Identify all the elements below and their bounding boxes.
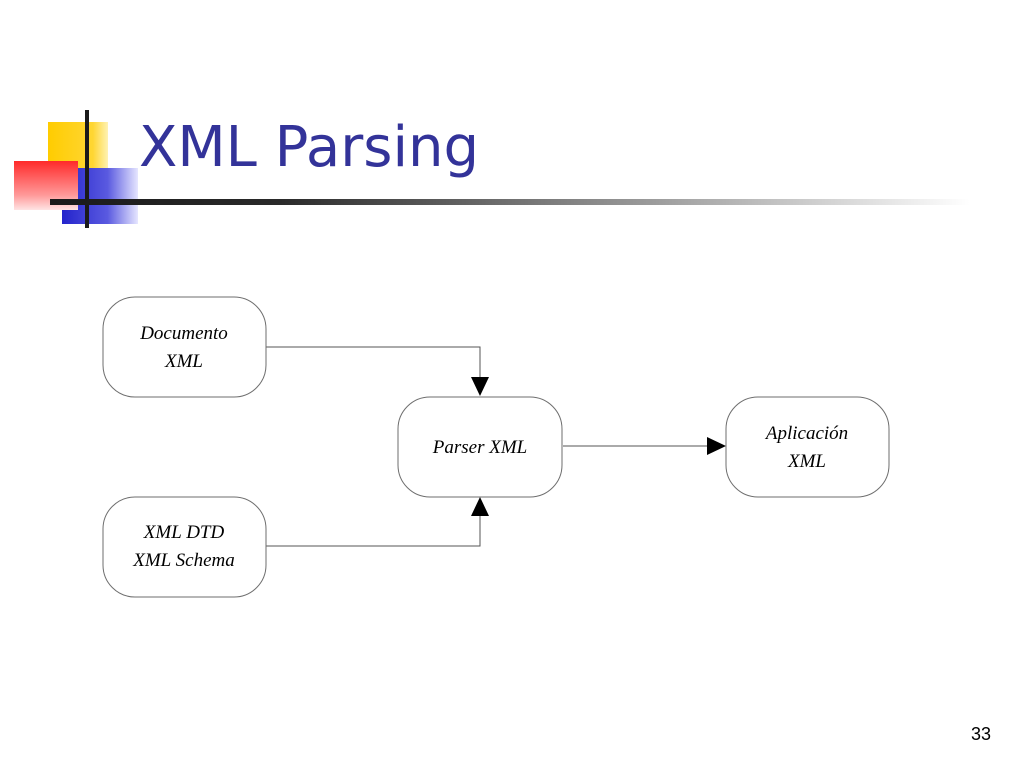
- node-xml-dtd-schema: XML DTD XML Schema: [102, 496, 267, 598]
- node-label-line: XML: [164, 351, 203, 372]
- node-label-line: XML DTD: [143, 522, 225, 543]
- slide-title: XML Parsing: [139, 115, 480, 180]
- node-documento-xml: Documento XML: [102, 296, 267, 398]
- node-parser-xml: Parser XML: [397, 396, 563, 498]
- node-label-line: Documento: [139, 323, 228, 344]
- node-label-line: XML Schema: [132, 550, 235, 571]
- node-aplicacion-xml: Aplicación XML: [725, 396, 890, 498]
- edge-documento-to-parser: [266, 346, 481, 377]
- arrowhead-up: [471, 497, 489, 516]
- node-label-line: Aplicación: [764, 423, 848, 444]
- title-underline: [50, 199, 970, 205]
- node-label-line: XML: [787, 451, 826, 472]
- arrowhead-right: [707, 437, 726, 455]
- edge-schema-to-parser: [266, 516, 481, 547]
- node-label-line: Parser XML: [432, 437, 527, 458]
- logo-vertical-line: [85, 110, 89, 228]
- decorative-squares-logo: [14, 110, 138, 228]
- arrowhead-down: [471, 377, 489, 396]
- page-number: 33: [970, 724, 991, 744]
